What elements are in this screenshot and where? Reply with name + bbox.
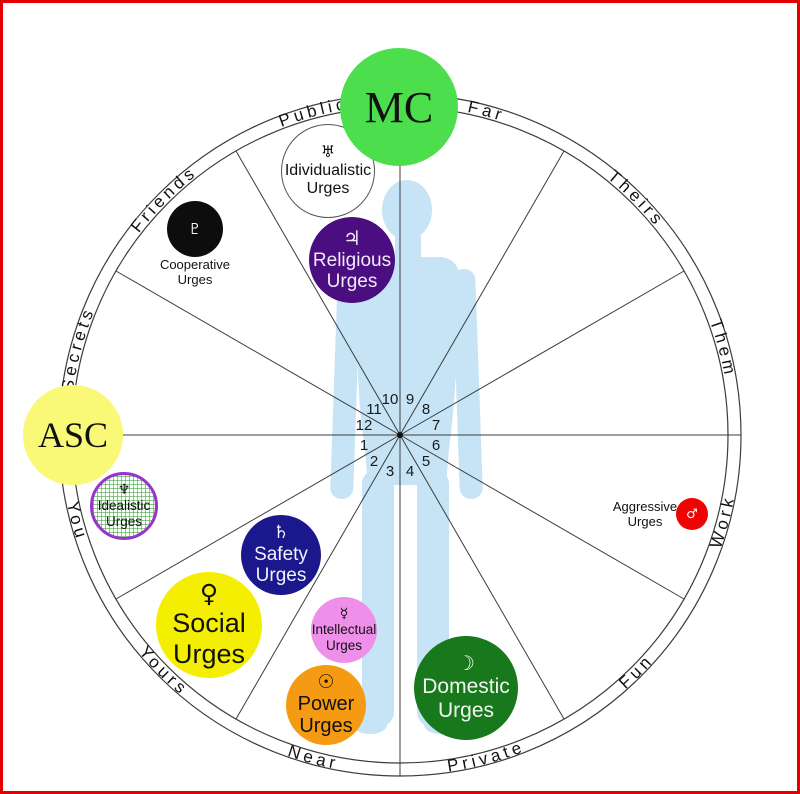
house-number-7: 7 (432, 417, 440, 434)
cooperative-urges-label: Cooperative Urges (135, 257, 255, 288)
domestic-urges-line2: Urges (437, 699, 495, 722)
power-urges-line2: Urges (299, 715, 353, 737)
svg-text:Work: Work (706, 493, 738, 551)
social-urges-line2: Urges (172, 638, 246, 669)
uranus-icon: ♅ (320, 142, 336, 162)
house-number-8: 8 (422, 401, 430, 418)
house-number-1: 1 (360, 437, 368, 454)
house-number-4: 4 (406, 463, 414, 480)
cusp-line-150deg (115, 270, 401, 436)
svg-text:Them: Them (706, 316, 740, 379)
idealistic-urges-line2: Urges (105, 513, 142, 529)
svg-text:Theirs: Theirs (604, 166, 668, 230)
cusp-line-210deg (115, 434, 401, 600)
svg-text:You: You (63, 500, 92, 544)
mercury-icon: ☿ (339, 606, 349, 623)
svg-text:Secrets: Secrets (58, 304, 99, 393)
safety-urges-line2: Urges (255, 565, 307, 586)
svg-text:Far: Far (466, 97, 508, 125)
silhouette-left-arm (330, 269, 361, 499)
house-number-9: 9 (406, 391, 414, 408)
house-number-12: 12 (356, 417, 373, 434)
neptune-icon: ♆ (117, 482, 131, 499)
aggressive-urges-label: Aggressive Urges (595, 499, 695, 530)
idealistic-urges-circle: ♆ Idealistic Urges (90, 472, 158, 540)
intellectual-urges-line2: Urges (325, 637, 362, 653)
rim-label-private: Private (446, 737, 524, 776)
aggressive-urges-circle: ♂ (676, 498, 708, 530)
silhouette-neck (395, 233, 421, 257)
cusp-line-120deg (235, 150, 401, 436)
wheel-center-dot (397, 432, 403, 438)
pluto-icon: ♇ (188, 219, 202, 238)
rim-label-fun: Fun (615, 650, 653, 692)
rim-label-work: Work (706, 493, 734, 551)
mc-label: MC (364, 82, 434, 132)
rim-label-far: Far (466, 97, 504, 125)
rim-label-secrets: Secrets (58, 304, 95, 393)
house-number-10: 10 (382, 391, 399, 408)
silhouette-torso (355, 257, 460, 485)
house-number-2: 2 (370, 453, 378, 470)
safety-urges-circle: ♄ Safety Urges (241, 515, 321, 595)
aggressive-urges-line2: Urges (627, 513, 663, 529)
religious-urges-circle: ♃ Religious Urges (309, 217, 395, 303)
intellectual-urges-circle: ☿ Intellectual Urges (311, 597, 377, 663)
domestic-urges-line1: Domestic (422, 675, 510, 699)
silhouette-right-arm (452, 269, 483, 499)
silhouette-left-leg (362, 469, 394, 727)
religious-urges-line2: Urges (326, 271, 378, 292)
house-number-5: 5 (422, 453, 430, 470)
cusp-line-240deg (235, 434, 401, 720)
moon-icon: ☽ (457, 651, 475, 676)
asc-circle: ASC (23, 385, 123, 485)
venus-icon: ♀ (199, 579, 219, 609)
mc-circle: MC (340, 48, 458, 166)
cusp-line-60deg (399, 150, 565, 436)
svg-text:Fun: Fun (615, 650, 657, 692)
safety-urges-line1: Safety (254, 543, 308, 565)
power-urges-line1: Power (297, 692, 355, 715)
intellectual-urges-line1: Intellectual (311, 622, 377, 638)
jupiter-icon: ♃ (343, 225, 361, 250)
power-urges-circle: ☉ Power Urges (286, 665, 366, 745)
individualistic-urges-line2: Urges (306, 180, 350, 197)
cusp-line-30deg (399, 270, 685, 436)
religious-urges-line1: Religious (312, 249, 392, 271)
rim-label-you: You (63, 500, 88, 544)
house-number-6: 6 (432, 437, 440, 454)
individualistic-urges-line1: Idividualistic (284, 162, 372, 180)
domestic-urges-circle: ☽ Domestic Urges (414, 636, 518, 740)
house-number-3: 3 (386, 463, 394, 480)
cusp-line-330deg (399, 434, 685, 600)
house-number-11: 11 (366, 401, 382, 418)
asc-label: ASC (37, 415, 109, 455)
silhouette-head (382, 180, 432, 240)
cooperative-urges-line1: Cooperative (159, 257, 231, 272)
social-urges-circle: ♀ Social Urges (156, 572, 262, 678)
mars-icon: ♂ (686, 506, 698, 522)
svg-text:Near: Near (286, 741, 341, 773)
rim-label-them: Them (706, 316, 736, 379)
cusp-line-300deg (399, 434, 565, 720)
saturn-icon: ♄ (272, 521, 290, 543)
rim-label-theirs: Theirs (604, 166, 664, 230)
idealistic-urges-line1: Idealistic (97, 498, 151, 514)
cooperative-urges-circle: ♇ (167, 201, 223, 257)
svg-text:Private: Private (446, 737, 528, 776)
sun-icon: ☉ (317, 670, 335, 693)
aggressive-urges-line1: Aggressive (612, 499, 678, 514)
social-urges-line1: Social (172, 608, 246, 639)
rim-label-near: Near (286, 741, 337, 773)
cooperative-urges-line2: Urges (177, 271, 213, 287)
